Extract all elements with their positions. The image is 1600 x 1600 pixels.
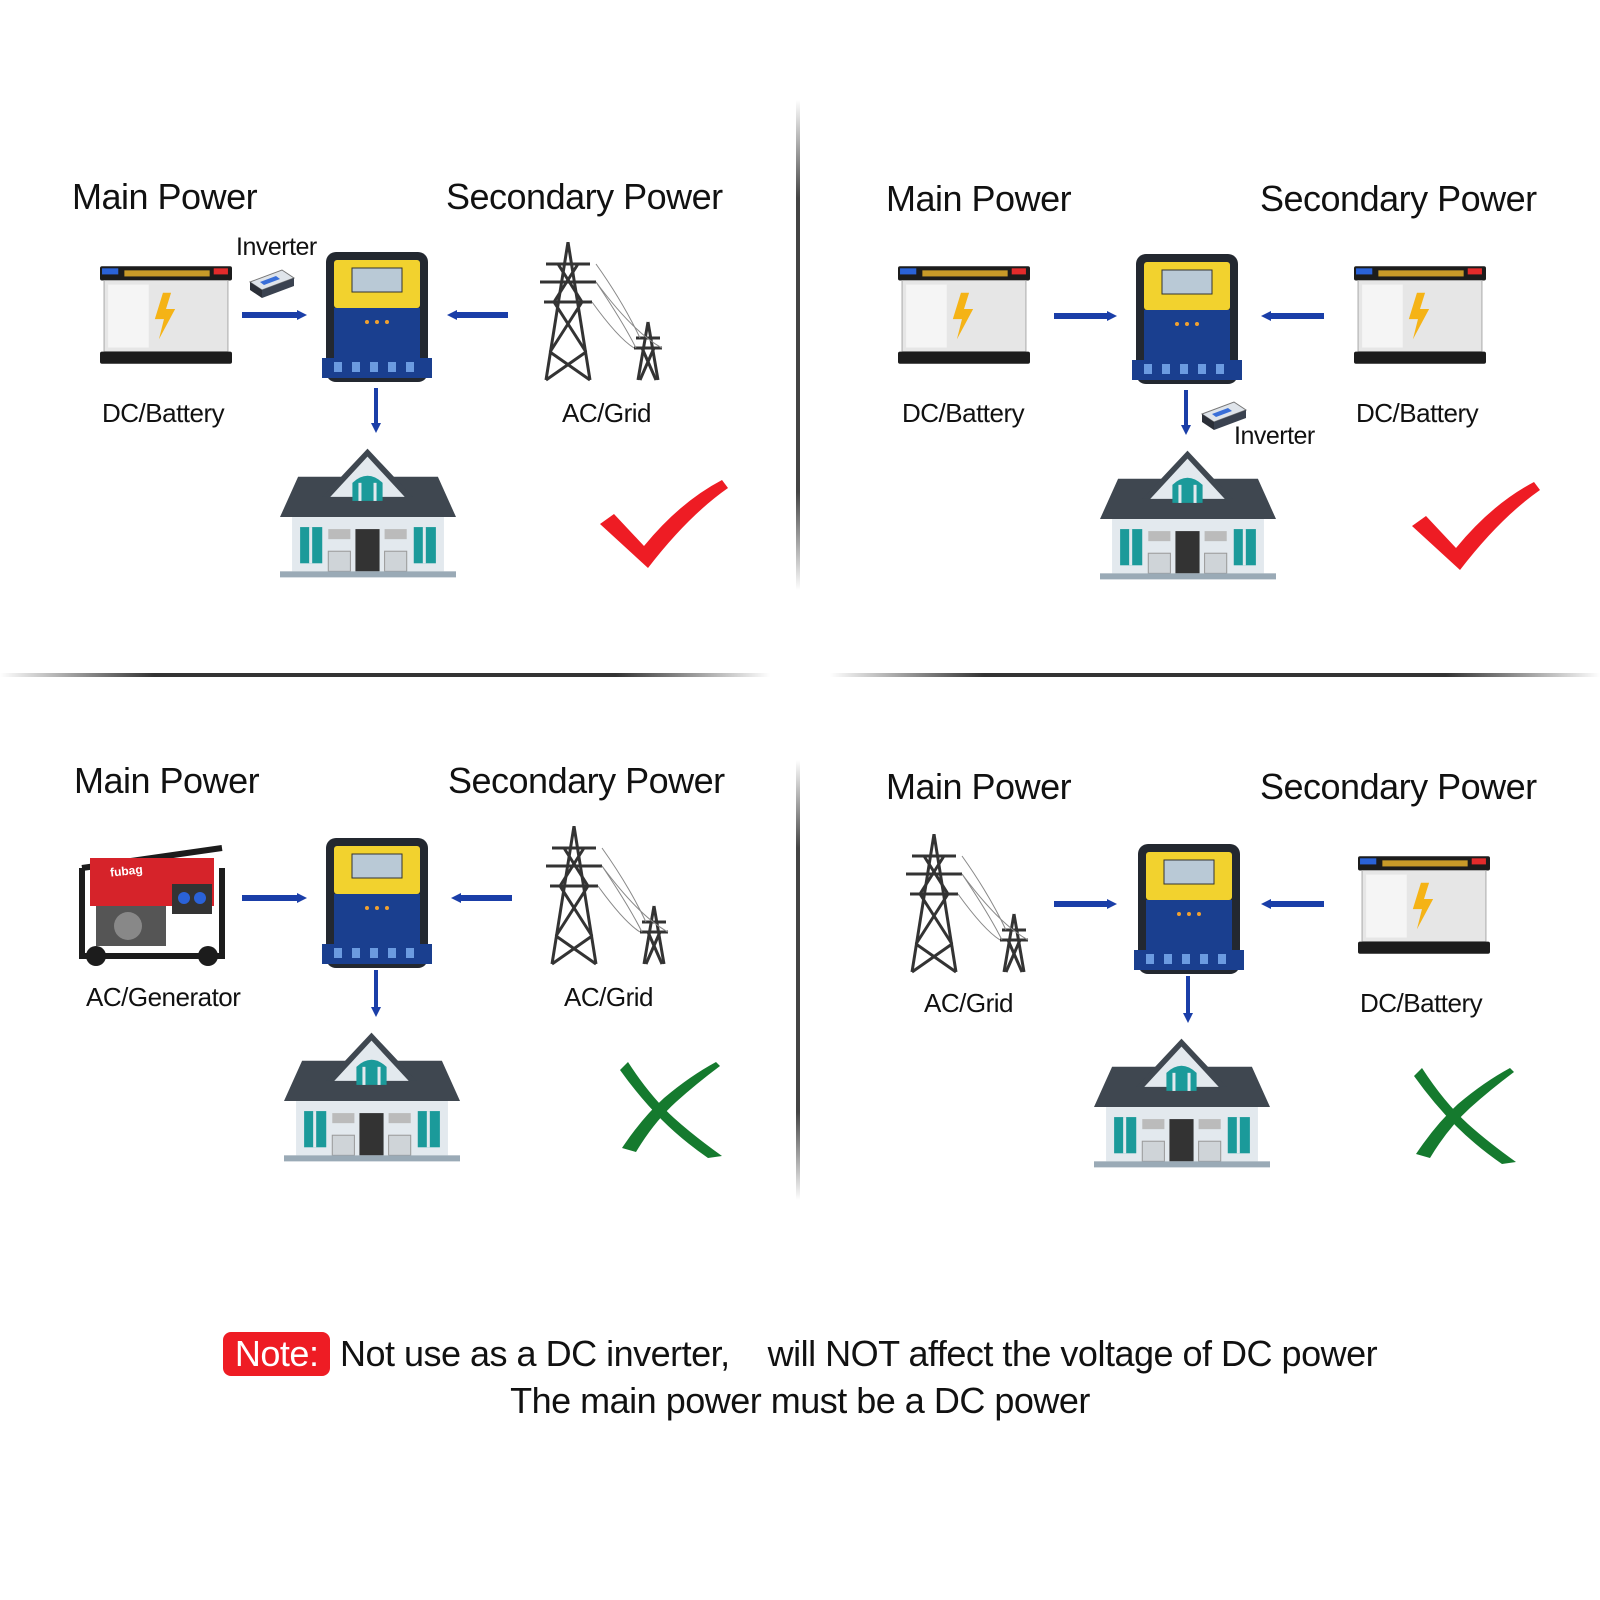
- secondary-power-label: Secondary Power: [1260, 766, 1537, 807]
- inverter-label: Inverter: [1234, 422, 1315, 450]
- main-power-label: Main Power: [886, 178, 1072, 219]
- inverter-label: Inverter: [236, 233, 317, 261]
- main-source-label: AC/Generator: [86, 982, 241, 1012]
- divider-vertical-bottom: [796, 760, 800, 1200]
- arrows: [242, 893, 512, 1017]
- note-text-2: The main power must be a DC power: [510, 1380, 1090, 1421]
- arrows: [1054, 311, 1324, 435]
- note-badge: Note:: [222, 1332, 331, 1376]
- note-line-2: The main power must be a DC power: [0, 1380, 1600, 1422]
- check-icon: [1412, 482, 1540, 570]
- divider-vertical-top: [796, 100, 800, 590]
- divider-horizontal-right: [830, 673, 1600, 677]
- note-text-1: Not use as a DC inverter, will NOT affec…: [339, 1333, 1378, 1374]
- divider-horizontal-left: [0, 673, 770, 677]
- arrows: [1054, 899, 1324, 1023]
- main-source-label: DC/Battery: [902, 398, 1025, 428]
- secondary-source-label: DC/Battery: [1360, 988, 1483, 1018]
- main-power-label: Main Power: [74, 760, 260, 801]
- secondary-source-label: AC/Grid: [564, 982, 653, 1012]
- secondary-power-label: Secondary Power: [446, 176, 723, 217]
- check-icon: [600, 480, 728, 568]
- cross-icon: [620, 1062, 722, 1158]
- secondary-source-label: AC/Grid: [562, 398, 651, 428]
- main-power-label: Main Power: [72, 176, 258, 217]
- secondary-power-label: Secondary Power: [1260, 178, 1537, 219]
- cross-icon: [1414, 1068, 1516, 1164]
- secondary-power-label: Secondary Power: [448, 760, 725, 801]
- secondary-source-label: DC/Battery: [1356, 398, 1479, 428]
- main-source-label: AC/Grid: [924, 988, 1013, 1018]
- note-line-1: Note: Not use as a DC inverter, will NOT…: [0, 1332, 1600, 1376]
- arrow-main-to-switch: [242, 310, 508, 433]
- main-source-label: DC/Battery: [102, 398, 225, 428]
- main-power-label: Main Power: [886, 766, 1072, 807]
